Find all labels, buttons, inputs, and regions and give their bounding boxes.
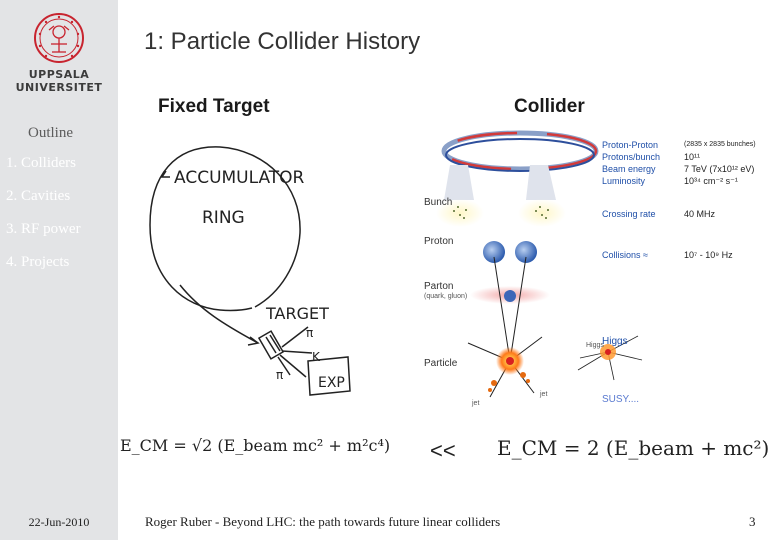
accumulator-text: ACCUMULATOR — [174, 168, 305, 188]
collider-diagram — [436, 130, 599, 398]
accumulator-ring-path — [149, 146, 301, 312]
jet-label-2: jet — [540, 391, 548, 398]
ring-text: RING — [202, 208, 245, 228]
spec-label-crossing-rate: Crossing rate — [602, 209, 656, 219]
spec-label-collisions: Collisions ≈ — [602, 250, 648, 260]
spec-value-crossing-rate: 40 MHz — [684, 209, 716, 219]
pi-label-2: π — [276, 368, 283, 382]
higgs-label: Higgs — [586, 342, 604, 349]
higgs-legend: Higgs — [602, 336, 628, 347]
fixed-target-label: Fixed Target — [158, 96, 270, 117]
footer-text: Roger Ruber - Beyond LHC: the path towar… — [145, 514, 501, 529]
outline-title: Outline — [28, 125, 73, 141]
particle-label: Particle — [424, 358, 458, 369]
spec-label-beam-energy: Beam energy — [602, 164, 656, 174]
k-label: K — [312, 350, 321, 364]
slide-date: 22-Jun-2010 — [28, 515, 90, 529]
bunch-label: Bunch — [424, 197, 453, 208]
spec-value-collisions: 10⁷ - 10⁹ Hz — [684, 250, 733, 260]
page-number: 3 — [749, 514, 756, 529]
target-text: TARGET — [265, 304, 329, 323]
spec-value-protons-bunch: 10¹¹ — [684, 152, 701, 162]
exp-text: EXP — [318, 375, 345, 391]
beam-line-path — [179, 284, 259, 344]
susy-legend: SUSY.... — [602, 394, 640, 405]
jet-label-1: jet — [472, 400, 480, 407]
parton-sublabel: (quark, gluon) — [424, 293, 468, 300]
parton-label: Parton — [424, 281, 454, 292]
target-block — [257, 330, 285, 360]
proton-label: Proton — [424, 236, 454, 247]
outline-item-colliders[interactable]: 1. Colliders — [6, 155, 76, 171]
spec-label-protons-bunch: Protons/bunch — [602, 152, 661, 162]
outline-item-rf-power[interactable]: 3. RF power — [6, 221, 81, 237]
fixed-target-equation: E_CM = √2 (E_beam mc² + m²c⁴) — [120, 436, 391, 455]
outline-item-projects[interactable]: 4. Projects — [6, 254, 70, 270]
pi-label-1: π — [306, 326, 313, 340]
spec-value-beam-energy: 7 TeV (7x10¹² eV) — [684, 164, 755, 174]
collider-equation: E_CM = 2 (E_beam + mc²) — [497, 436, 770, 460]
spec-value-bunches: (2835 x 2835 bunches) — [684, 141, 756, 148]
slide-title: 1: Particle Collider History — [144, 28, 421, 55]
sidebar: UPPSALA UNIVERSITET Outline 1. Colliders… — [0, 0, 118, 540]
outline-item-cavities[interactable]: 2. Cavities — [6, 188, 71, 204]
fixed-target-sketch: ACCUMULATOR RING TARGET π K π EXP — [149, 146, 351, 396]
much-less-than-symbol: << — [430, 438, 456, 463]
collider-label: Collider — [514, 96, 585, 117]
spec-value-luminosity: 10³⁴ cm⁻² s⁻¹ — [684, 176, 738, 186]
university-name: UPPSALA UNIVERSITET — [15, 68, 103, 94]
higgs-decay-diagram — [577, 335, 643, 381]
university-seal-icon — [34, 13, 84, 63]
spec-label-proton-proton: Proton-Proton — [602, 140, 659, 150]
exp-box — [307, 356, 351, 396]
spec-label-luminosity: Luminosity — [602, 176, 646, 186]
